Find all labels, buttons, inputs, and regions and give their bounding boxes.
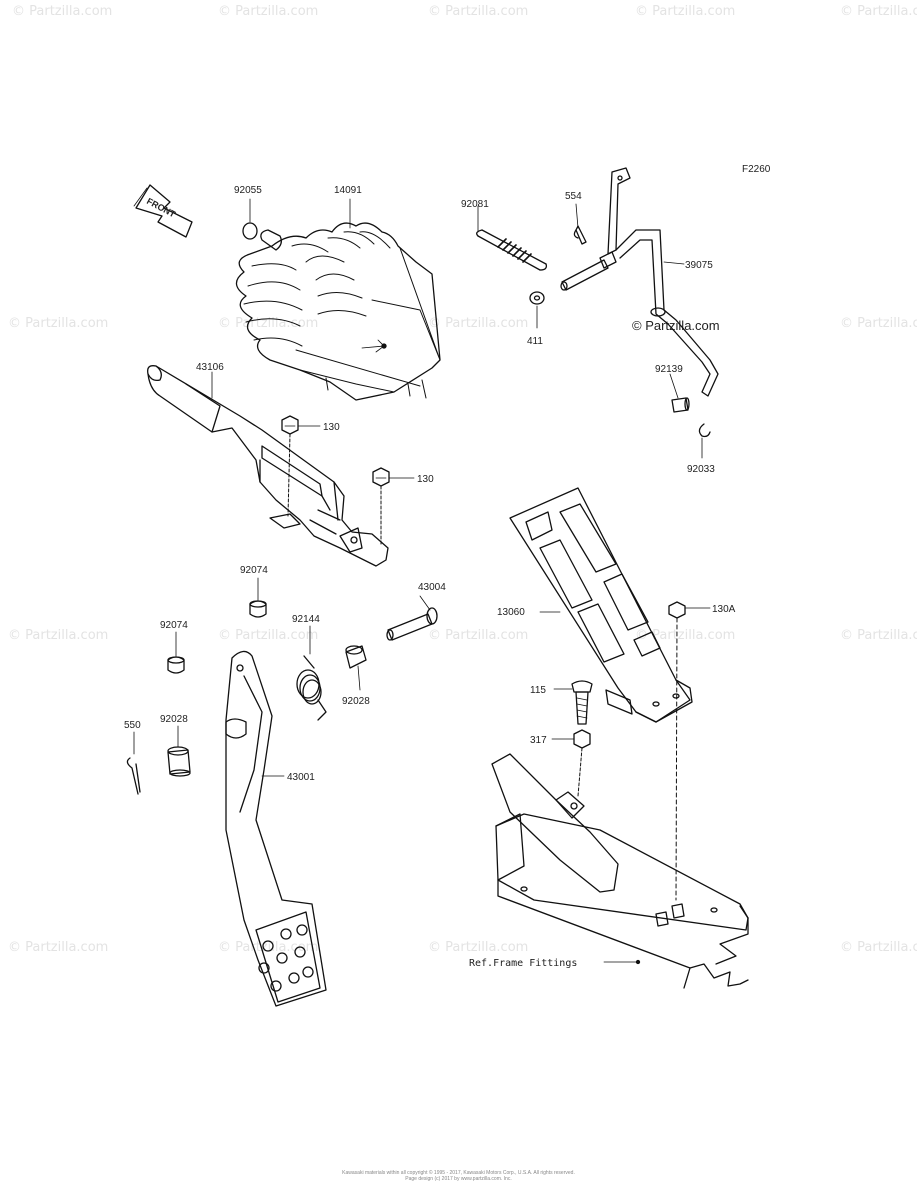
cap-92074-left xyxy=(167,631,185,674)
nut-317 xyxy=(551,729,591,797)
bolt-130A xyxy=(668,601,711,901)
brake-pedal-43001 xyxy=(225,650,327,1007)
label-130-upper: 130 xyxy=(323,422,340,433)
label-411: 411 xyxy=(527,336,543,347)
o-ring-92055 xyxy=(242,198,258,240)
watermark-text: © Partzilla.com xyxy=(840,628,917,643)
spring-92081 xyxy=(476,205,548,271)
label-92139: 92139 xyxy=(655,364,683,375)
frame-fittings xyxy=(491,753,749,989)
watermark-text: © Partzilla.com xyxy=(12,4,113,19)
watermark-text: © Partzilla.com xyxy=(218,940,319,955)
label-39075: 39075 xyxy=(685,260,713,271)
label-43106: 43106 xyxy=(196,362,224,373)
label-130A: 130A xyxy=(712,604,736,615)
watermark-text: © Partzilla.com xyxy=(8,628,109,643)
watermark-text: © Partzilla.com xyxy=(635,4,736,19)
label-43004: 43004 xyxy=(418,582,446,593)
watermark-text: © Partzilla.com xyxy=(428,316,529,331)
label-317: 317 xyxy=(530,735,547,746)
reference-label: Ref.Frame Fittings xyxy=(469,958,577,969)
footer-credit: Page design (c) 2017 by www.partzilla.co… xyxy=(405,1176,512,1182)
front-arrow-icon: FRONT xyxy=(133,184,193,238)
watermark-text: © Partzilla.com xyxy=(218,628,319,643)
label-92028-center: 92028 xyxy=(342,696,370,707)
pin-43004 xyxy=(386,595,438,641)
label-92081: 92081 xyxy=(461,199,489,210)
label-43001: 43001 xyxy=(287,772,315,783)
bushing-92028-center xyxy=(345,645,367,691)
snap-ring-92033 xyxy=(698,423,711,459)
bushing-92139 xyxy=(669,373,690,413)
watermark-text: © Partzilla.com xyxy=(8,940,109,955)
watermark-text: © Partzilla.com xyxy=(218,316,319,331)
cotter-pin-550 xyxy=(126,731,141,795)
spring-92144 xyxy=(296,625,327,721)
label-92074-upper: 92074 xyxy=(240,565,268,576)
watermark-text: © Partzilla.com xyxy=(840,940,917,955)
watermark-text: © Partzilla.com xyxy=(428,940,529,955)
accelerator-pedal-13060 xyxy=(509,487,693,723)
label-92028-left: 92028 xyxy=(160,714,188,725)
watermark-text: © Partzilla.com xyxy=(840,4,917,19)
label-13060: 13060 xyxy=(497,607,525,618)
bushing-92028-left xyxy=(167,725,191,777)
label-92074-left: 92074 xyxy=(160,620,188,631)
label-92144: 92144 xyxy=(292,614,320,625)
clip-554 xyxy=(573,203,587,245)
watermark-text: © Partzilla.com xyxy=(8,316,109,331)
bolt-130-upper xyxy=(281,415,321,517)
label-130-right: 130 xyxy=(417,474,434,485)
parking-lever-43106 xyxy=(147,365,389,567)
boot-cover-14091 xyxy=(235,198,441,401)
label-92055: 92055 xyxy=(234,185,262,196)
label-550: 550 xyxy=(124,720,141,731)
watermark-text: © Partzilla.com xyxy=(840,316,917,331)
bolt-130-right xyxy=(372,467,415,545)
figure-id: F2260 xyxy=(742,164,771,175)
center-watermark: © Partzilla.com xyxy=(632,318,720,333)
label-92033: 92033 xyxy=(687,464,715,475)
bolt-115 xyxy=(553,680,593,725)
watermark-text: © Partzilla.com xyxy=(635,628,736,643)
lever-rod-39075 xyxy=(560,167,719,397)
washer-411 xyxy=(529,291,545,329)
watermark-text: © Partzilla.com xyxy=(218,4,319,19)
label-14091: 14091 xyxy=(334,185,362,196)
watermark-text: © Partzilla.com xyxy=(428,628,529,643)
cap-92074-upper xyxy=(249,577,267,618)
watermark-text: © Partzilla.com xyxy=(428,4,529,19)
label-115: 115 xyxy=(530,685,546,696)
footer-copyright: Kawasaki materials within all copyright … xyxy=(342,1170,575,1176)
label-554: 554 xyxy=(565,191,582,202)
